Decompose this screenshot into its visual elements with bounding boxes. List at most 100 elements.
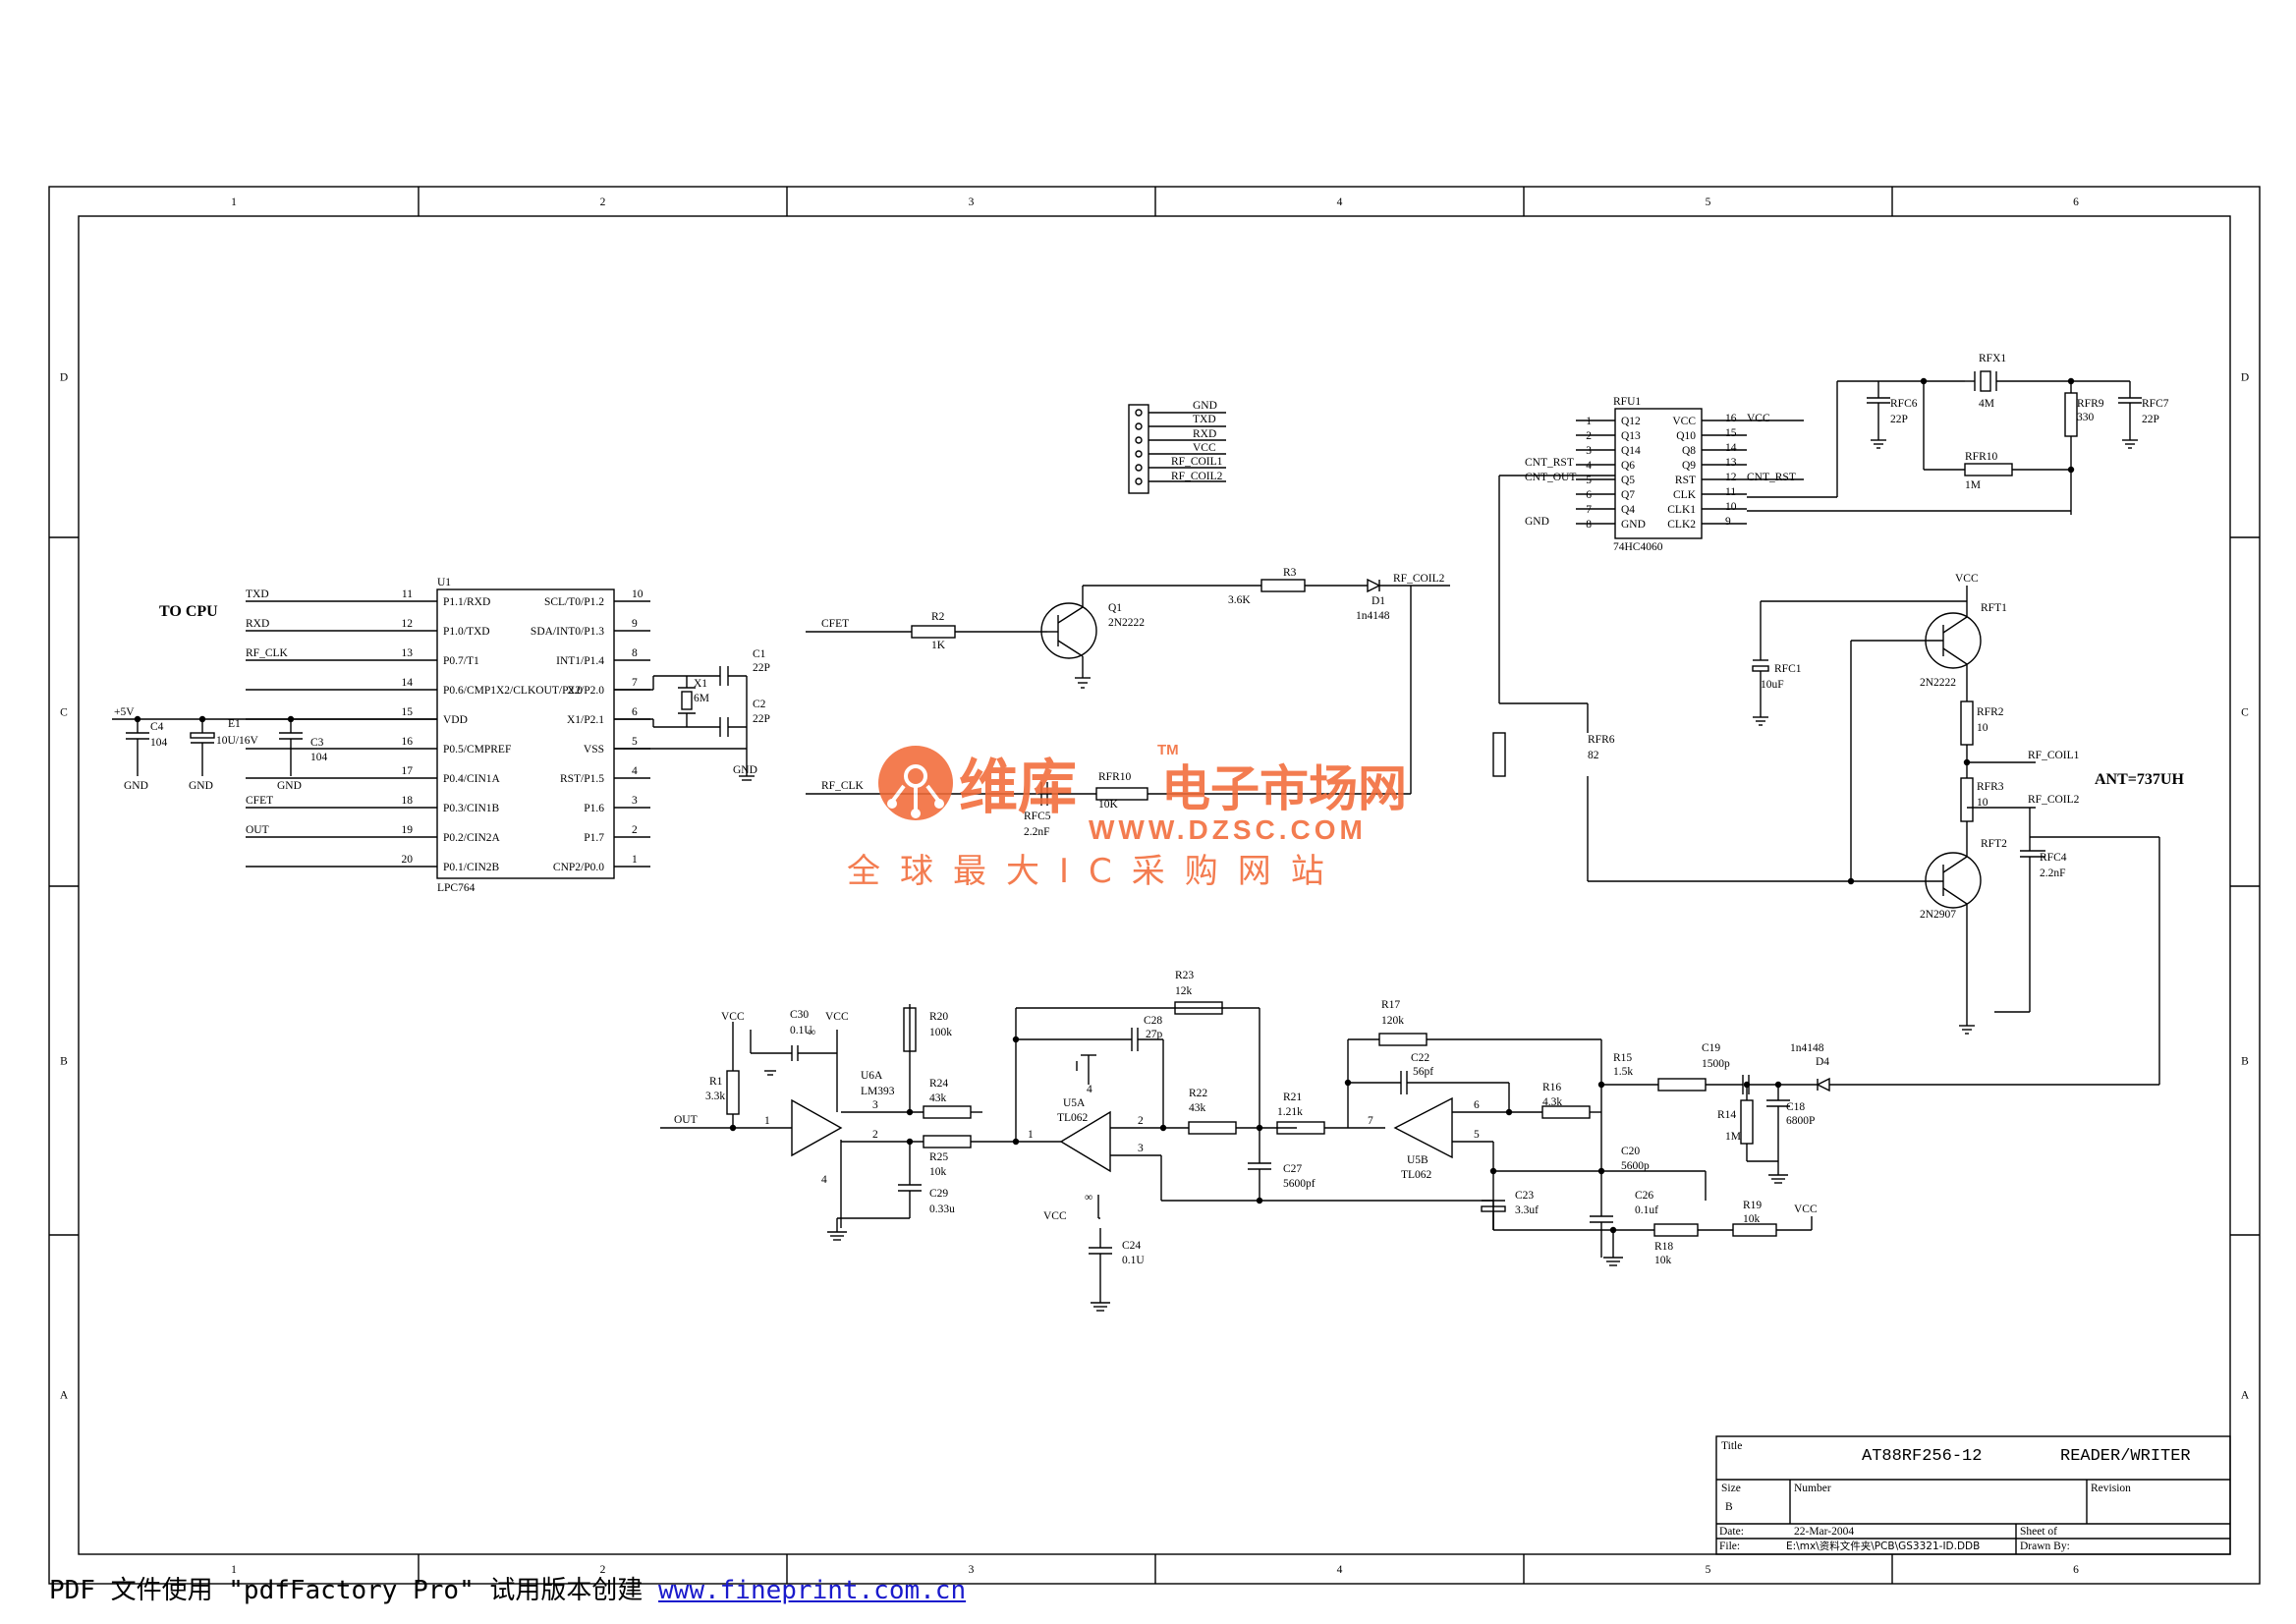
part-label: R21: [1283, 1092, 1302, 1103]
part-value: 4.3k: [1542, 1096, 1562, 1108]
part-value: LM393: [861, 1086, 895, 1097]
part-value: 2N2907: [1920, 909, 1956, 921]
net-label: TXD: [246, 588, 269, 600]
part-label: C23: [1515, 1190, 1534, 1202]
rfu1-pin-name: Q13: [1621, 430, 1641, 442]
pin-number: ∞: [808, 1027, 815, 1038]
rfu1-pin-name: Q9: [1682, 460, 1696, 472]
part-label: RFT1: [1981, 602, 2007, 614]
net-label: VCC: [825, 1011, 849, 1023]
part-label: RFC7: [2142, 398, 2169, 410]
part-label: C30: [790, 1009, 809, 1021]
frame-column-label: 3: [969, 1564, 975, 1576]
part-label: R18: [1654, 1241, 1673, 1253]
pin-number: ∞: [1085, 1192, 1092, 1204]
rfu1-pin-number: 9: [1725, 516, 1731, 528]
part-value: 100k: [929, 1027, 952, 1038]
net-label: +5V: [114, 706, 135, 718]
part-label: RFC4: [2040, 852, 2067, 864]
part-value: 10uF: [1761, 679, 1784, 691]
pin-number: 4: [821, 1174, 827, 1186]
frame-column-label: 2: [600, 196, 606, 208]
u1-pin-number: 16: [402, 736, 414, 748]
u1-pin-number: 10: [632, 588, 644, 600]
frame-column-label: 1: [231, 1564, 237, 1576]
rfu1-pin-number: 1: [1586, 416, 1592, 427]
pin-number: 5: [1474, 1129, 1480, 1141]
u1-pin-number: 12: [402, 618, 414, 630]
rfu1-pin-name: CLK: [1673, 489, 1697, 501]
u1-pin-name: P0.7/T1: [443, 655, 479, 667]
title-block: Title AT88RF256-12 READER/WRITER Size B …: [1715, 1435, 2231, 1555]
u1-pin-name: CNP2/P0.0: [553, 862, 604, 873]
connector-pin-label: RXD: [1193, 428, 1216, 440]
u1-pin-name: SDA/INT0/P1.3: [531, 626, 604, 638]
net-label: GND: [733, 764, 757, 776]
part-label: C22: [1411, 1052, 1429, 1064]
u1-ref: U1: [437, 577, 451, 588]
part-value: 2N2222: [1920, 677, 1956, 689]
rfu1-pin-number: 4: [1586, 460, 1592, 472]
part-value: 22P: [1890, 414, 1908, 425]
net-label: GND: [1525, 516, 1549, 528]
part-label: R16: [1542, 1082, 1561, 1093]
watermark-slogan: 全球最大IC采购网站: [847, 852, 1344, 891]
net-label: OUT: [246, 824, 269, 836]
part-label: RFR10: [1965, 451, 1997, 463]
rfu1-pin-number: 2: [1586, 430, 1592, 442]
frame-column-label: 1: [231, 196, 237, 208]
part-value: 22P: [2142, 414, 2159, 425]
part-label: R3: [1283, 567, 1297, 579]
part-value: 1K: [931, 640, 946, 651]
part-label: X1: [694, 678, 707, 690]
rfu1-pin-name: CLK2: [1667, 519, 1696, 531]
size-value: B: [1725, 1501, 1733, 1513]
rfu1-pin-name: RST: [1675, 475, 1696, 486]
u1-pin-name: P1.1/RXD: [443, 596, 490, 608]
part-label: C3: [310, 737, 324, 749]
u1-pin-name: P0.2/CIN2A: [443, 832, 501, 844]
rfu1-pin-number: 16: [1725, 413, 1737, 424]
watermark-tm: TM: [1157, 742, 1179, 758]
part-label: RFC5: [1024, 811, 1051, 822]
part-value: 1.21k: [1277, 1106, 1303, 1118]
u1-pin-number: 7: [632, 677, 638, 689]
part-label: E1: [228, 718, 241, 730]
u1-pin-number: 13: [402, 647, 414, 659]
part-label: R23: [1175, 970, 1194, 981]
part-value: 3.3uf: [1515, 1204, 1539, 1216]
drawn-label: Drawn By:: [2020, 1540, 2070, 1552]
file-label: File:: [1719, 1540, 1740, 1552]
file-value: E:\mx\资料文件夹\PCB\GS3321-ID.DDB: [1786, 1540, 1980, 1552]
pin-number: 3: [872, 1099, 878, 1111]
part-value: 1500p: [1702, 1058, 1730, 1070]
part-value: 0.1U: [1122, 1255, 1145, 1266]
rfu1-pin-number: 11: [1725, 486, 1736, 498]
crystal-section: C1 22P C2 22P X1 6M GND: [614, 648, 770, 781]
footer-link[interactable]: www.fineprint.com.cn: [658, 1576, 967, 1605]
part-label: C19: [1702, 1042, 1720, 1054]
frame-row-label: C: [2241, 707, 2249, 719]
part-label: C26: [1635, 1190, 1653, 1202]
connector-pin-label: GND: [1193, 400, 1217, 412]
net-label: VCC: [721, 1011, 745, 1023]
pin-number: 2: [872, 1129, 878, 1141]
u1-pin-number: 9: [632, 618, 638, 630]
part-label: C24: [1122, 1240, 1141, 1252]
part-value: 3.6K: [1228, 594, 1251, 606]
rfu1-pin-number: 10: [1725, 501, 1737, 513]
rfu1-ref: RFU1: [1613, 396, 1641, 408]
net-label: CNT_RST: [1525, 457, 1574, 469]
u1-pin-number: 3: [632, 795, 638, 807]
part-value: 2.2nF: [2040, 868, 2066, 879]
frame-row-label: D: [60, 372, 68, 384]
title-value: AT88RF256-12: [1862, 1447, 1982, 1466]
part-label: RFR9: [2077, 398, 2104, 410]
part-value: 10U/16V: [216, 735, 259, 747]
part-value: 56pf: [1413, 1066, 1433, 1078]
part-label: R2: [931, 611, 945, 623]
u1-pin-number: 4: [632, 765, 638, 777]
frame-row-label: B: [60, 1056, 68, 1068]
part-label: C18: [1786, 1101, 1805, 1113]
part-label: RFR2: [1977, 706, 2004, 718]
